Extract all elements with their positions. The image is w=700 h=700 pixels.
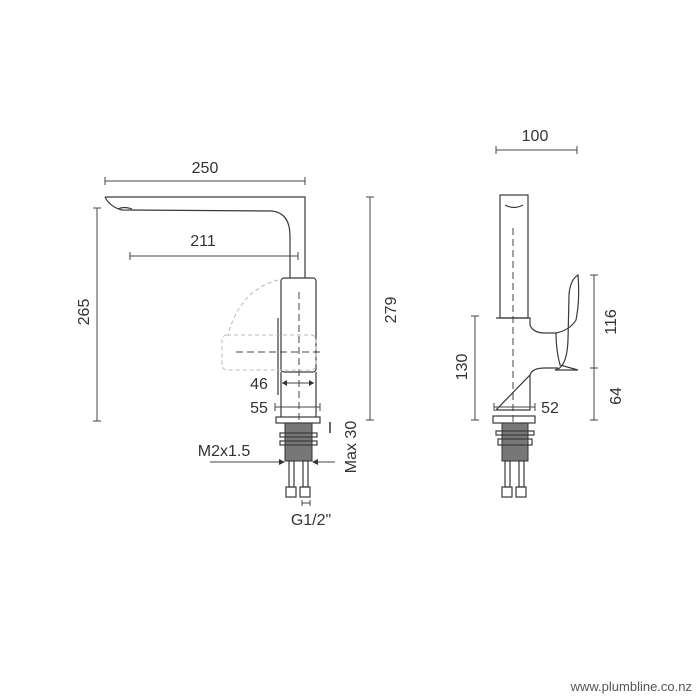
supply-hoses-side [501,460,527,498]
dimension-211: 211 [129,233,299,260]
spout-column [499,194,529,319]
dimension-100: 100 [495,128,578,154]
threaded-shank-side [501,422,529,462]
hose-connection-label: G1/2" [291,512,331,529]
side-view: 100 130 116 64 52 [454,128,625,498]
dimension-label-64: 64 [608,387,625,405]
dimension-label-116: 116 [603,309,620,335]
dimension-thread: M2x1.5 [198,443,335,465]
base-plate-side [492,415,536,424]
dimension-hose: G1/2" [291,500,331,529]
max-bench-thickness-label: Max 30 [343,421,360,474]
spout-outlet-side [504,204,524,209]
lever-handle [554,273,580,371]
dimension-250: 250 [104,160,306,185]
dimension-55: 55 [250,400,321,417]
washer [279,432,318,438]
dimension-label-55: 55 [250,400,268,417]
dimension-label-250: 250 [192,160,219,177]
dimension-label-211: 211 [190,233,216,250]
bench-marker: I [328,420,332,437]
dimension-label-279: 279 [383,297,400,324]
dimension-52: 52 [493,400,559,417]
dimension-279: 279 [366,196,400,421]
base-plate [275,416,321,424]
nut [279,440,318,446]
thread-label: M2x1.5 [198,443,251,460]
front-view: 250 211 46 55 [76,160,400,529]
side-body [494,317,558,411]
handle-rotated-ghost [221,334,317,371]
dimension-64: 64 [590,368,625,421]
dimension-130: 130 [454,315,479,421]
handle-rotation-arc [227,279,279,336]
dimension-label-265: 265 [76,299,93,326]
dimension-46: 46 [250,376,314,393]
watermark: www.plumbline.co.nz [570,679,692,694]
dimension-265: 265 [76,207,101,422]
threaded-shank [284,422,313,462]
supply-hoses [285,460,311,498]
spout-outlet [117,206,133,210]
dimension-label-130: 130 [454,354,471,381]
dimension-label-46: 46 [250,376,268,393]
dimension-label-52: 52 [541,400,559,417]
spout-outline [104,196,306,278]
dimension-116: 116 [590,274,620,369]
dimension-label-100: 100 [522,128,549,145]
